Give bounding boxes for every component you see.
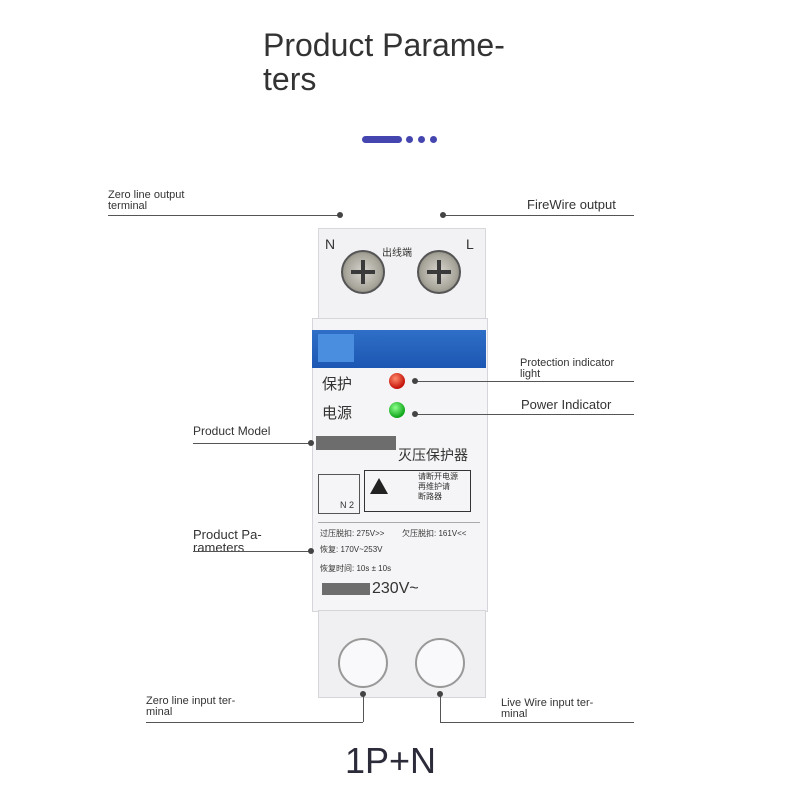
zero-input-vline [363,694,364,722]
live-input-label: Live Wire input ter- minal [501,697,594,720]
device-protect-label: 保护 [322,376,353,393]
device-n-marking: N [325,236,336,252]
screw-icon [341,250,385,294]
input-terminal-hole [338,638,388,688]
product-parameters-label: Product Pa- rameters [193,527,262,555]
warning-box [364,470,471,512]
warning-text: 请断开电源 再维护请 断路器 [418,472,458,501]
live-input-point [437,691,443,697]
protection-indicator-point [412,378,418,384]
live-input-vline [440,694,441,722]
device-separator [318,522,480,523]
zero-input-point [360,691,366,697]
live-input-line [440,722,634,723]
device-blue-highlight [318,334,354,362]
device-model-text: 灭压保护器 [398,447,468,463]
product-model-label: Product Model [193,424,271,438]
warning-icon [370,478,388,494]
power-led-icon [389,402,405,418]
page-title: Product Parame- ters [263,27,505,97]
product-parameters-line [193,551,311,552]
zero-output-line [108,215,340,216]
recover-time-text: 恢复时间: 10s ± 10s [320,564,392,573]
zero-output-point [337,212,343,218]
over-voltage-text: 过压脱扣: 275V>> [320,529,385,538]
wiring-diagram-icon [318,474,360,514]
device-out-terminal-marking: 出线端 [382,248,412,259]
divider-dot [430,136,437,143]
zero-input-line [146,722,363,723]
pole-configuration-text: 1P+N [345,740,437,781]
input-terminal-hole [415,638,465,688]
divider-dot [406,136,413,143]
firewire-output-label: FireWire output [527,197,616,212]
protection-indicator-line [416,381,634,382]
zero-input-label: Zero line input ter- minal [146,695,236,718]
screw-icon [417,250,461,294]
rating-text: 230V~ [372,580,419,597]
protection-led-icon [389,373,405,389]
power-indicator-label: Power Indicator [521,397,612,412]
protection-indicator-label: Protection indicator light [520,357,615,380]
product-model-point [308,440,314,446]
under-voltage-text: 欠压脱扣: 161V<< [402,529,467,538]
firewire-output-point [440,212,446,218]
device-l-marking: L [466,236,474,252]
recover-voltage-text: 恢复: 170V~253V [320,545,383,554]
device-model-blur [316,436,396,450]
device-power-label: 电源 [322,405,353,422]
power-indicator-point [412,411,418,417]
product-parameters-point [308,548,314,554]
divider-dot [418,136,425,143]
firewire-output-line [444,215,634,216]
zero-output-label: Zero line output terminal [108,189,185,212]
power-indicator-line [416,414,634,415]
product-model-line [193,443,311,444]
rating-blur [322,583,370,595]
divider-bar [362,136,402,143]
diagram-label: N 2 [340,500,355,510]
